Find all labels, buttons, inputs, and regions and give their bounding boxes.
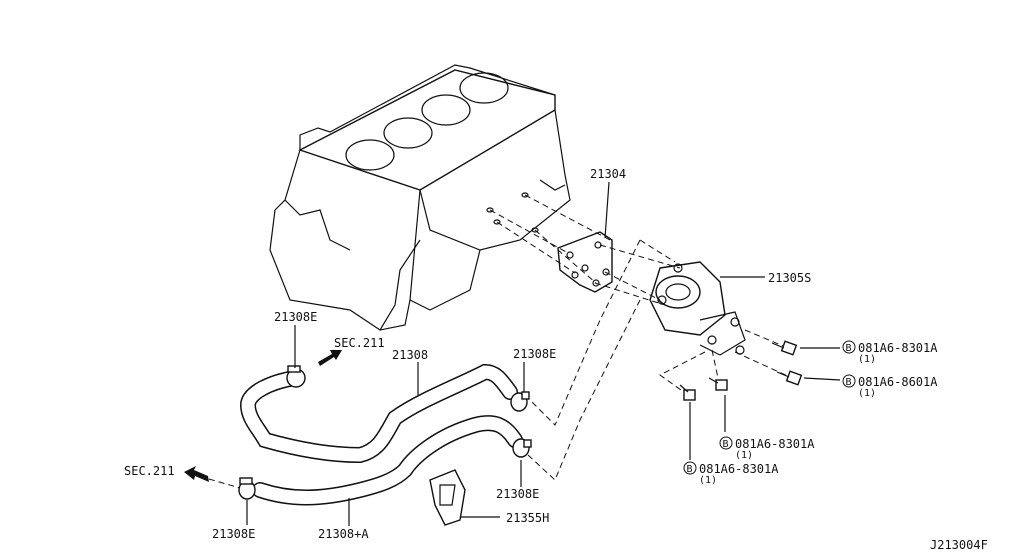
label-sec-lower: SEC.211 bbox=[124, 464, 175, 478]
hose-clip bbox=[429, 469, 466, 526]
label-diagram-id: J213004F bbox=[930, 538, 988, 552]
bolt-prefix-1: B bbox=[846, 343, 852, 354]
bolt-qty-2: (1) bbox=[858, 388, 876, 399]
bolt-part-2: 081A6-8601A bbox=[858, 375, 938, 389]
bolt-prefix-3: B bbox=[723, 439, 729, 450]
label-hose-clip: 21355H bbox=[506, 511, 549, 525]
hose-21308 bbox=[239, 363, 518, 464]
engine-block-illustration bbox=[269, 64, 571, 331]
bolt-part-3: 081A6-8301A bbox=[735, 437, 815, 451]
label-clamp-right-upper: 21308E bbox=[513, 347, 556, 361]
bolt-icons bbox=[679, 340, 803, 401]
bolt-callout-3: B 081A6-8301A (1) bbox=[719, 436, 815, 461]
bolt-callout-1: B 081A6-8301A (1) bbox=[842, 340, 938, 365]
label-hose-upper: 21308 bbox=[392, 348, 428, 362]
label-oil-cooler-assy: 21305S bbox=[768, 271, 811, 285]
label-clamp-left-upper: 21308E bbox=[274, 310, 317, 324]
label-hose-lower: 21308+A bbox=[318, 527, 369, 541]
bolt-prefix-2: B bbox=[846, 377, 852, 388]
bolt-part-1: 081A6-8301A bbox=[858, 341, 938, 355]
assembly-dashed-lines bbox=[489, 194, 793, 481]
label-sec-upper: SEC.211 bbox=[334, 336, 385, 350]
bolt-callout-4: B 081A6-8301A (1) bbox=[683, 461, 779, 486]
bolt-prefix-4: B bbox=[687, 464, 693, 475]
bolt-part-4: 081A6-8301A bbox=[699, 462, 779, 476]
bolt-qty-1: (1) bbox=[858, 354, 876, 365]
bolt-qty-4: (1) bbox=[699, 475, 717, 486]
label-clamp-right-lower: 21308E bbox=[496, 487, 539, 501]
oil-cooler-bracket bbox=[557, 231, 613, 293]
hose-21308-a bbox=[252, 415, 523, 506]
bolt-qty-3: (1) bbox=[735, 450, 753, 461]
leader-lines bbox=[246, 181, 841, 526]
bolt-callout-2: B 081A6-8601A (1) bbox=[842, 374, 938, 399]
arrow-icon-lower bbox=[184, 466, 241, 489]
label-clamp-left-lower: 21308E bbox=[212, 527, 255, 541]
arrow-icon-upper bbox=[318, 350, 342, 366]
oil-cooler-assembly bbox=[649, 261, 746, 356]
label-oil-cooler-bracket: 21304 bbox=[590, 167, 626, 181]
clamp-icons bbox=[238, 365, 532, 500]
